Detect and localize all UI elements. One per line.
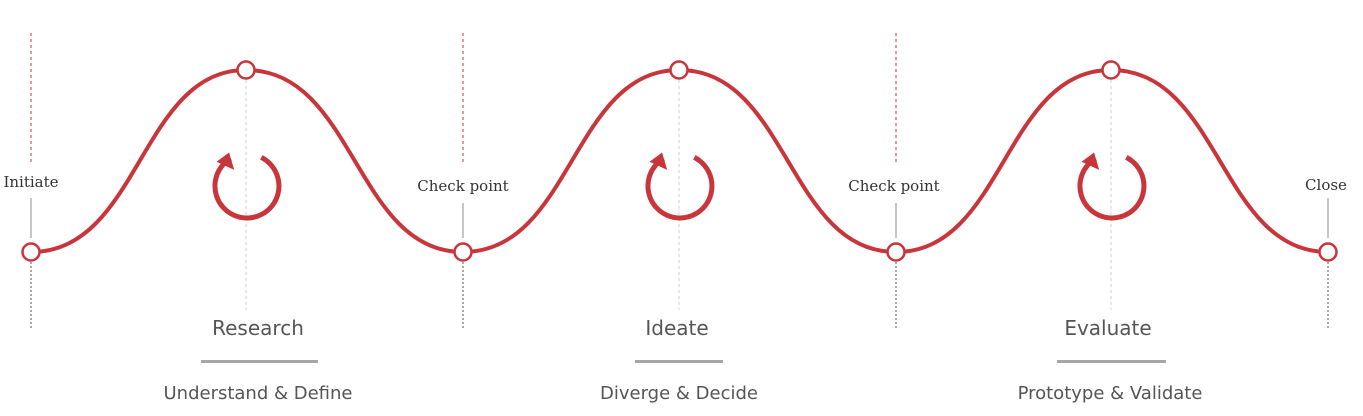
phase-center-guides (245, 80, 1112, 310)
phase-title-evaluate: Evaluate (1064, 316, 1152, 340)
cycle-arrow-icon (645, 152, 715, 221)
milestone-label-close: Close (1305, 176, 1347, 194)
phase-peak-node (669, 60, 689, 80)
phase-rule-ideate (635, 360, 723, 363)
phase-rule-evaluate (1057, 360, 1166, 363)
milestone-label-checkpoint-2: Check point (848, 177, 940, 195)
phase-subtitle-ideate: Diverge & Decide (600, 383, 758, 404)
milestone-connectors (30, 198, 1329, 238)
phase-peak-node (1101, 60, 1121, 80)
phase-rule-research (201, 360, 318, 363)
wave-nodes (21, 60, 1338, 262)
cycle-arrow-icon (1077, 152, 1147, 221)
milestone-bottom-guides (30, 262, 1329, 328)
phase-peak-node (236, 60, 256, 80)
phase-subtitle-evaluate: Prototype & Validate (1017, 383, 1203, 404)
milestone-node (1318, 242, 1338, 262)
phase-title-research: Research (212, 316, 304, 340)
milestone-label-checkpoint-1: Check point (417, 177, 509, 195)
milestone-node (21, 242, 41, 262)
milestone-top-guides (30, 33, 897, 165)
phase-subtitle-research: Understand & Define (163, 383, 353, 404)
cycle-arrow-icon (212, 152, 282, 221)
milestone-label-initiate: Initiate (3, 173, 59, 191)
milestone-node (453, 242, 473, 262)
phase-title-ideate: Ideate (645, 316, 709, 340)
milestone-node (886, 242, 906, 262)
